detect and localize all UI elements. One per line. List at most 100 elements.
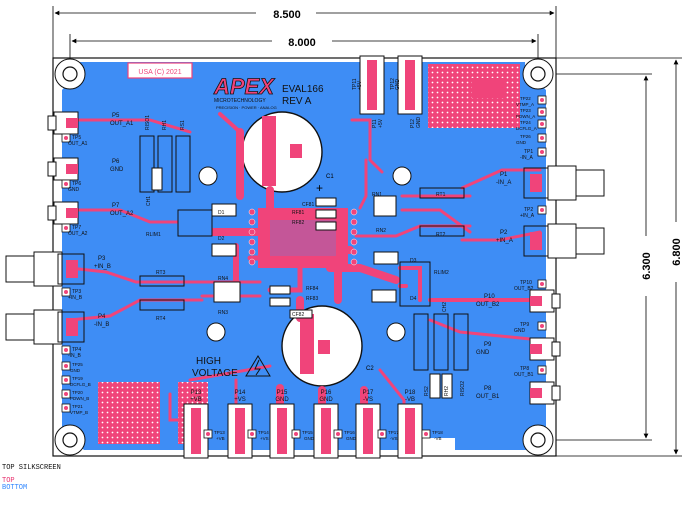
bnc-p2[interactable]: P2+IN_A <box>496 223 605 259</box>
testpoint-id: TP15 <box>302 430 313 435</box>
svg-text:+: + <box>316 181 323 195</box>
legend-silkscreen: TOP SILKSCREEN <box>2 464 61 472</box>
testpoint-label: -IN_A <box>520 155 533 161</box>
post-id: TP12 <box>390 78 396 90</box>
testpoint-tp4[interactable]: TP4-IN_B <box>61 345 81 359</box>
post-label: GND <box>395 79 401 91</box>
testpoint-label: +VS <box>260 436 269 441</box>
testpoint-tp18[interactable]: TP18-VB <box>421 429 443 441</box>
standoff-holes <box>198 166 412 342</box>
board-model: EVAL166 <box>282 84 324 95</box>
high-voltage-line2: VOLTAGE <box>192 368 238 379</box>
post-id: P13 <box>191 390 202 396</box>
bnc-label: -IN_A <box>496 180 511 186</box>
connector-label: OUT_B2 <box>476 302 500 308</box>
connector-label: OUT_B1 <box>476 394 500 400</box>
inner-height-label: 6.300 <box>641 252 653 280</box>
testpoint-id: TP8 <box>520 366 529 372</box>
bnc-p4[interactable]: P4-IN_B <box>5 309 109 345</box>
testpoint-label: GND <box>514 328 526 334</box>
bnc-p3[interactable]: P3+IN_B <box>5 251 111 287</box>
post-label: +VS <box>234 397 246 403</box>
connector-id: P7 <box>112 203 120 209</box>
testpoint-label: GND <box>304 436 315 441</box>
testpoint-id: TP19 <box>72 376 83 381</box>
board-revision: REV A <box>282 96 312 107</box>
cf81-label: CF81 <box>302 202 314 208</box>
d3-label: D3 <box>410 258 417 264</box>
rh1-label: RH1 <box>162 120 168 130</box>
apex-logo: APEX <box>213 74 275 99</box>
connector-label: GND <box>110 167 124 173</box>
post-label: GND <box>319 397 333 403</box>
testpoint-tp14[interactable]: TP14+VS <box>247 429 269 441</box>
mounting-holes <box>54 58 554 456</box>
testpoint-id: TP9 <box>520 322 529 328</box>
bnc-id: P1 <box>500 172 508 178</box>
high-voltage-warning-icon <box>245 355 271 377</box>
testpoint-id: TP14 <box>258 430 269 435</box>
testpoint-tp2[interactable]: TP2+IN_A <box>520 205 547 219</box>
testpoint-id: TP22 <box>520 96 531 101</box>
testpoint-id: TP2 <box>524 207 533 213</box>
bnc-p1[interactable]: P1 -IN_A <box>496 165 605 201</box>
power-post-p17[interactable]: P17-VS <box>355 390 381 459</box>
post-label-2: +5V <box>378 118 384 128</box>
testpoint-tp3[interactable]: TP3+IN_B <box>61 287 83 301</box>
testpoint-label: PDWN_A <box>516 114 535 119</box>
testpoint-id: TP21 <box>72 404 83 409</box>
testpoint-tp13[interactable]: TP13+VB <box>203 429 225 441</box>
bnc-label: -IN_B <box>94 322 109 328</box>
d4-label: D4 <box>410 296 417 302</box>
via-array-bottom-left <box>98 382 160 444</box>
testpoint-tp1[interactable]: TP1-IN_A <box>520 147 547 161</box>
post-label: GND <box>275 397 289 403</box>
post-id: P17 <box>363 390 374 396</box>
testpoint-id: TP10 <box>520 280 532 286</box>
rt3-label: RT3 <box>156 270 166 276</box>
silkscreen-components <box>139 135 469 399</box>
testpoint-id: TP3 <box>72 289 81 295</box>
ch1-label: CH1 <box>146 196 152 206</box>
testpoint-label: OUT_B2 <box>514 286 534 292</box>
high-voltage-line1: HIGH <box>196 356 221 367</box>
bnc-label: +IN_A <box>496 238 513 244</box>
testpoint-label: VTMP_B <box>70 410 88 415</box>
rh2-label: RH2 <box>444 386 450 396</box>
power-post-p18[interactable]: P18-VB <box>397 390 423 459</box>
testpoint-id: TP25 <box>72 362 83 367</box>
testpoint-label: +IN_B <box>68 295 83 301</box>
connector-id: P8 <box>484 386 492 392</box>
testpoint-tp17[interactable]: TP17-VS <box>377 429 399 441</box>
rn1-label: RN1 <box>372 192 382 198</box>
post-id: P15 <box>277 390 288 396</box>
